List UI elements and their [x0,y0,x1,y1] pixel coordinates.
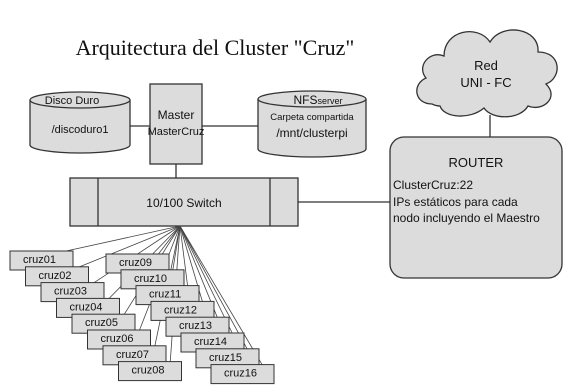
node-card: cruz06 [87,329,151,350]
switch-box [69,177,299,227]
node-label: cruz02 [39,270,72,282]
switch-label: 10/100 Switch [146,196,221,210]
nfs-title-prefix: NFS [293,93,317,107]
node-card: cruz14 [180,332,245,353]
master-label: Master [158,108,195,122]
router-title: ROUTER [449,155,504,170]
node-connector-line [172,225,181,271]
node-label: cruz16 [224,368,257,380]
router-info-line1: IPs estáticos para cada [393,195,518,209]
node-label: cruz09 [119,257,152,269]
node-label: cruz15 [209,352,242,364]
node-card: cruz05 [71,313,136,334]
nfs-title: NFSserver [293,93,342,107]
node-label: cruz04 [70,301,103,313]
node-label: cruz13 [179,320,212,332]
node-card: cruz01 [9,250,74,271]
node-label: cruz14 [194,336,227,348]
node-label: cruz12 [164,304,197,316]
node-card: cruz12 [150,300,215,321]
nfs-title-suffix: server [317,96,342,106]
router-port: ClusterCruz:22 [393,178,473,192]
node-connector-line [179,225,249,350]
node-label: cruz07 [116,349,149,361]
node-card: cruz02 [25,266,89,287]
node-label: cruz11 [149,289,181,301]
node-connector-line [157,225,181,256]
disk-body [29,100,131,154]
node-card: cruz09 [105,253,170,274]
disk-path: /discoduro1 [52,124,109,136]
node-card: cruz10 [120,269,185,290]
router: ROUTER ClusterCruz:22 IPs estáticos para… [389,136,563,279]
master-box [149,83,203,165]
cloud-shape [416,29,558,118]
node-card: cruz15 [195,348,260,369]
master-node: Master MasterCruz [148,83,205,165]
disk-title: Disco Duro [45,95,99,107]
node-label: cruz10 [134,273,167,285]
node-card: cruz08 [118,361,182,382]
cloud-label-red: Red [474,58,498,73]
node-card: cruz11 [135,285,200,306]
node-connector-line [77,225,181,269]
router-box [389,136,563,279]
node-connector-line [179,225,189,287]
node-label: cruz05 [85,317,118,329]
node-label: cruz06 [101,333,134,345]
node-label: cruz03 [54,286,87,298]
disk-top [29,91,131,109]
nfs-top [257,90,367,108]
node-card-box [210,364,275,385]
compute-nodes: cruz01 cruz02 cruz03 cruz04 cruz05 cruz06 cruz… [9,250,275,385]
node-connector-line [61,225,181,253]
master-hostname: MasterCruz [148,126,205,138]
nfs-path: /mnt/clusterpi [276,126,347,140]
node-label: cruz01 [23,254,56,266]
nfs-cylinder: NFSserver Carpeta compartida /mnt/cluste… [257,90,367,158]
node-card: cruz04 [56,297,120,318]
node-connector-line [179,225,264,366]
node-label: cruz08 [132,365,165,377]
disk-cylinder: Disco Duro /discoduro1 [29,91,131,154]
node-connector-line [179,225,234,335]
network-cloud: Red UNI - FC [416,29,558,118]
nfs-body [257,99,367,158]
node-card: cruz03 [40,282,105,303]
nfs-subtitle: Carpeta compartida [270,112,354,123]
router-info-line2: nodo incluyendo el Maestro [393,211,540,225]
node-card-box [118,361,182,382]
node-card: cruz16 [210,364,275,385]
cloud-label-uni: UNI - FC [460,75,511,90]
diagram-title: Arquitectura del Cluster "Cruz" [76,35,355,60]
network-switch: 10/100 Switch [69,177,299,227]
